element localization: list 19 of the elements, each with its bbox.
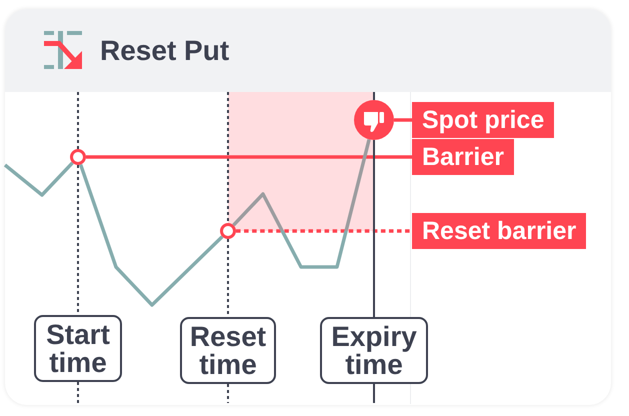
price-path-line — [78, 164, 224, 307]
barrier-line — [86, 155, 412, 159]
ring-icon — [220, 223, 236, 239]
thumbs-down-icon — [354, 100, 394, 140]
leader-line — [394, 118, 412, 122]
callout-label: Spot price — [412, 102, 554, 138]
callout-label: Reset barrier — [412, 213, 586, 249]
time-label: Reset time — [180, 317, 276, 384]
time-label: Start time — [34, 315, 122, 382]
time-marker-line — [77, 165, 79, 315]
callout-label: Barrier — [412, 139, 514, 175]
price-path-line — [4, 162, 74, 197]
time-marker-line — [227, 239, 229, 317]
time-label: Expiry time — [320, 317, 428, 384]
time-marker-line — [373, 140, 375, 317]
ring-icon — [70, 149, 86, 165]
reset-barrier-line — [236, 229, 412, 233]
title: Reset Put — [100, 34, 230, 68]
price-path-line — [232, 138, 371, 269]
